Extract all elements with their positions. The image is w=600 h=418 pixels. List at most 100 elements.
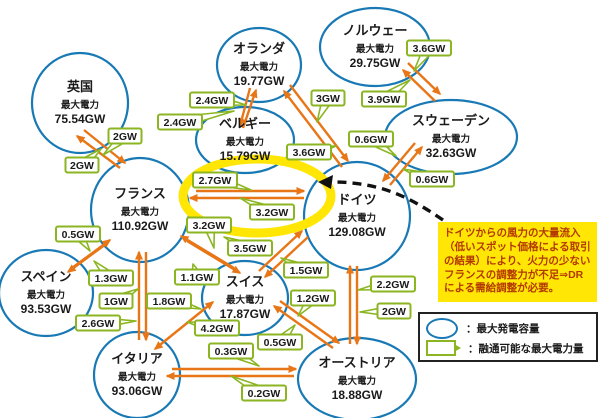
label-box — [157, 113, 203, 131]
label-value: 0.2GW — [248, 388, 281, 400]
flow-arrow — [263, 236, 309, 279]
label-value: 2GW — [70, 160, 94, 172]
country-name: イタリア — [111, 351, 162, 366]
country-sub-label: 最大電力 — [338, 212, 376, 224]
capacity-label: 2GW — [64, 148, 102, 174]
capacity-label: 0.3GW — [208, 342, 260, 367]
capacity-label: 3.9GW — [361, 79, 411, 108]
country-name: スペイン — [20, 269, 71, 284]
label-value: 0.5GW — [264, 337, 297, 349]
label-value: 3.9GW — [368, 94, 401, 106]
capacity-label: 2.2GW — [357, 275, 416, 293]
flow-arrow — [153, 306, 208, 350]
country-sub-label: 最大電力 — [432, 133, 470, 145]
flow-arrow — [258, 229, 304, 272]
label-value: 2GW — [382, 306, 406, 318]
country-sub-label: 最大電力 — [61, 99, 99, 111]
capacity-label: 0.6GW — [402, 168, 455, 188]
label-value: 3.2GW — [256, 207, 289, 219]
country-sub-label: 最大電力 — [240, 61, 278, 73]
country-name: スイス — [226, 274, 265, 289]
label-value: 1.3GW — [95, 273, 128, 285]
country-sub-label: 最大電力 — [226, 294, 264, 306]
capacity-label: 2GW — [102, 127, 143, 156]
country-sub-label: 最大電力 — [27, 289, 65, 301]
note-pointer — [318, 175, 444, 222]
country-peak-value: 93.06GW — [112, 384, 163, 398]
label-box — [64, 156, 100, 174]
capacity-label: 2.7GW — [192, 171, 252, 191]
capacity-label: 2.6GW — [75, 314, 137, 332]
legend-row-generation: ：最大発電容量 — [426, 317, 590, 339]
country-name: スウェーデン — [412, 113, 490, 128]
country-name: 英国 — [66, 79, 93, 94]
capacity-label: 3.2GW — [239, 197, 295, 221]
label-box — [370, 275, 416, 293]
flow-arrows — [66, 62, 442, 380]
label-value: 3.5GW — [234, 243, 267, 255]
label-box — [409, 170, 455, 188]
capacity-label: 0.5GW — [257, 324, 303, 351]
capacity-label: 0.2GW — [230, 375, 287, 402]
label-value: 1.2GW — [297, 293, 330, 305]
country-sub-label: 最大電力 — [356, 43, 394, 55]
country-name: オーストリア — [318, 355, 395, 370]
capacity-label: 2GW — [359, 302, 412, 320]
dashed-arrowhead-icon — [318, 175, 333, 189]
transfer-capacity-icon — [426, 340, 461, 357]
flow-arrow — [407, 62, 442, 96]
label-value: 2.6GW — [82, 318, 115, 330]
country-peak-value: 110.92GW — [112, 219, 169, 233]
flow-arrow — [401, 68, 436, 102]
capacity-label: 1.3GW — [88, 260, 134, 287]
country-peak-value: 129.08GW — [328, 225, 386, 239]
label-box — [241, 384, 287, 402]
country-peak-value: 29.75GW — [350, 56, 401, 70]
country-peak-value: 93.53GW — [21, 302, 72, 316]
label-value: 0.5GW — [62, 229, 95, 241]
label-box — [406, 39, 452, 57]
flow-arrow — [389, 145, 423, 186]
capacity-label: 3GW — [310, 89, 346, 123]
label-value: 2.7GW — [199, 175, 232, 187]
annotation-note: ドイツからの風力の大量流入（低いスポット価格による取引の結果）により、火力の少な… — [438, 222, 597, 303]
label-box — [98, 292, 134, 310]
capacity-label: 1GW — [98, 288, 139, 310]
label-box — [310, 89, 346, 107]
country-sub-label: 最大電力 — [338, 375, 376, 387]
capacity-label: 1.8GW — [146, 292, 202, 310]
capacity-label: 0.6GW — [348, 130, 397, 157]
generation-capacity-icon — [426, 317, 458, 339]
label-box — [208, 342, 254, 360]
label-box — [186, 216, 232, 234]
dashed-line — [326, 180, 444, 222]
country-name: ドイツ — [337, 192, 376, 207]
label-box — [189, 91, 235, 109]
flow-arrow — [83, 129, 127, 164]
label-box — [348, 130, 394, 148]
capacity-label: 2.4GW — [157, 110, 235, 131]
label-value: 1GW — [104, 296, 128, 308]
label-value: 2.2GW — [377, 279, 410, 291]
flow-arrow — [382, 142, 416, 183]
label-box — [146, 292, 192, 310]
capacity-label: 2.4GW — [189, 91, 247, 109]
country-circle-uk — [30, 51, 130, 155]
label-box — [75, 314, 121, 332]
capacity-label: 0.5GW — [55, 225, 101, 252]
capacity-label: 1.2GW — [290, 289, 336, 317]
label-box — [249, 203, 295, 221]
label-box — [192, 171, 238, 189]
label-value: 2.4GW — [164, 117, 197, 129]
capacity-label: 1.5GW — [280, 257, 329, 279]
